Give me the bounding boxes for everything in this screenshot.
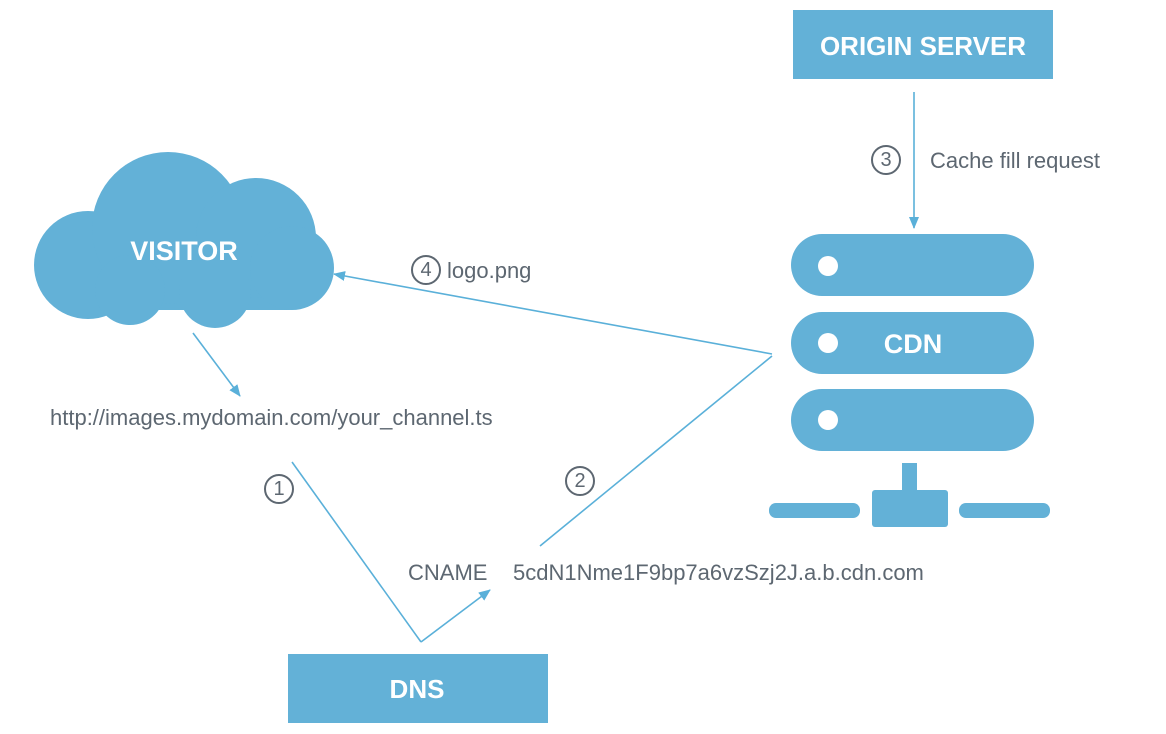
server-stack-icon [791,234,1034,451]
cache-fill-label: Cache fill request [930,148,1100,173]
cname-value: 5cdN1Nme1F9bp7a6vzSzj2J.a.b.cdn.com [513,560,924,585]
server-unit-top [791,234,1034,296]
response-arrow [333,271,773,355]
network-connector-icon [769,463,1050,527]
step-3-circle [871,145,901,175]
visitor-label: VISITOR [130,236,238,266]
dns-box [288,654,548,723]
cdn-node: CDN [769,234,1050,527]
cloud-icon [34,152,334,328]
step-4-marker: 4 [411,255,441,285]
step-2-circle [565,466,595,496]
request-arrow [192,332,241,397]
cname-prefix: CNAME [408,560,487,585]
logo-file-label: logo.png [447,258,531,283]
dns-lookup-line [291,461,422,643]
cdn-label: CDN [884,329,943,359]
server-unit-middle [791,312,1034,374]
server-led-top [818,256,838,276]
server-unit-bottom [791,389,1034,451]
step-1-number: 1 [273,478,284,500]
visitor-node: VISITOR [34,152,334,328]
dns-label: DNS [390,674,445,704]
origin-server-node: ORIGIN SERVER [793,10,1053,79]
origin-server-label: ORIGIN SERVER [820,31,1026,61]
dns-node: DNS [288,654,548,723]
cname-arrow [420,589,491,643]
step-4-number: 4 [420,259,431,281]
step-2-number: 2 [574,470,585,492]
step-3-number: 3 [880,149,891,171]
server-led-bottom [818,410,838,430]
step-4-circle [411,255,441,285]
step-1-circle [264,474,294,504]
step-3-marker: 3 [871,145,901,175]
request-url: http://images.mydomain.com/your_channel.… [50,405,493,430]
step-2-marker: 2 [565,466,595,496]
cdn-resolve-line [539,355,773,547]
step-1-marker: 1 [264,474,294,504]
origin-server-box [793,10,1053,79]
server-led-middle [818,333,838,353]
